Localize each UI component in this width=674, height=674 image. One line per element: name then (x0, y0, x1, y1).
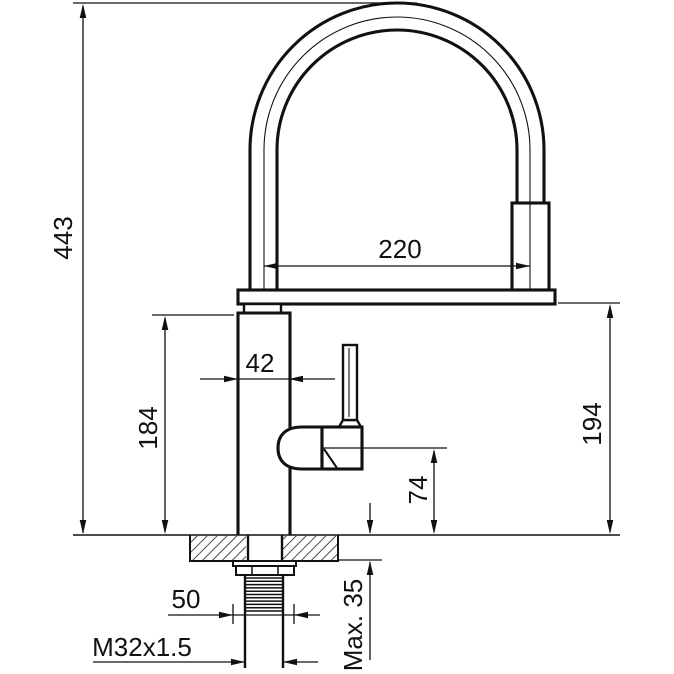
support-bar (236, 288, 557, 306)
arrowhead-up (161, 316, 169, 330)
arrowhead-left (264, 262, 278, 270)
lever-shaft (341, 343, 359, 422)
spout-arch-centerline (263, 16, 531, 292)
spout-arch-inner (275, 28, 519, 292)
faucet-outline (236, 1, 557, 535)
dimension-handle-height-74: 74 (323, 447, 447, 534)
dim-label-42: 42 (246, 348, 275, 378)
dim-label-220: 220 (378, 234, 421, 264)
dimension-thread-m32: M32x1.5 (92, 632, 318, 666)
arrowhead-down (79, 520, 87, 534)
arrowhead-up (79, 4, 87, 18)
dimension-max-thickness-35: Max. 35 (338, 503, 382, 671)
handle-assembly (276, 343, 364, 471)
arrowhead-left (289, 375, 303, 383)
arrowhead-down (430, 520, 438, 534)
arrowhead-up (430, 449, 438, 463)
valve-housing (276, 425, 324, 471)
threaded-shank (243, 575, 285, 668)
counter-slab-hatch-left (190, 536, 246, 561)
arrowhead-up (606, 304, 614, 318)
arrowhead-left (294, 611, 308, 619)
mounting-nut (235, 565, 295, 576)
dim-label-m32: M32x1.5 (92, 632, 192, 662)
arrowhead-right (516, 262, 530, 270)
arrowhead-left (283, 658, 297, 666)
thread-lines (246, 577, 282, 612)
dim-label-50: 50 (172, 584, 201, 614)
dimension-spout-reach-220: 220 (264, 234, 530, 270)
dim-label-443: 443 (48, 216, 78, 259)
dimension-body-height-184: 184 (133, 314, 234, 534)
arrowhead-down (161, 520, 169, 534)
arrowhead-up (366, 561, 374, 575)
handle-block-diagonal (323, 448, 338, 469)
arrowhead-right (219, 611, 233, 619)
arrowhead-down (606, 520, 614, 534)
arrowhead-down (366, 520, 374, 534)
dimension-outlet-height-194: 194 (558, 302, 620, 534)
mounting-hardware (73, 534, 620, 668)
faucet-body (236, 311, 292, 535)
dim-label-max-35: Max. 35 (338, 579, 368, 672)
dimension-body-width-42: 42 (200, 348, 335, 383)
dimension-nut-width-50: 50 (168, 584, 320, 624)
dim-label-184: 184 (133, 406, 163, 449)
arrowhead-right (224, 375, 238, 383)
counter-slab-hatch-right (283, 536, 338, 561)
dim-label-74: 74 (403, 476, 433, 505)
arrowhead-right (231, 658, 245, 666)
dimension-total-height-443: 443 (48, 2, 417, 534)
dim-label-194: 194 (577, 402, 607, 445)
